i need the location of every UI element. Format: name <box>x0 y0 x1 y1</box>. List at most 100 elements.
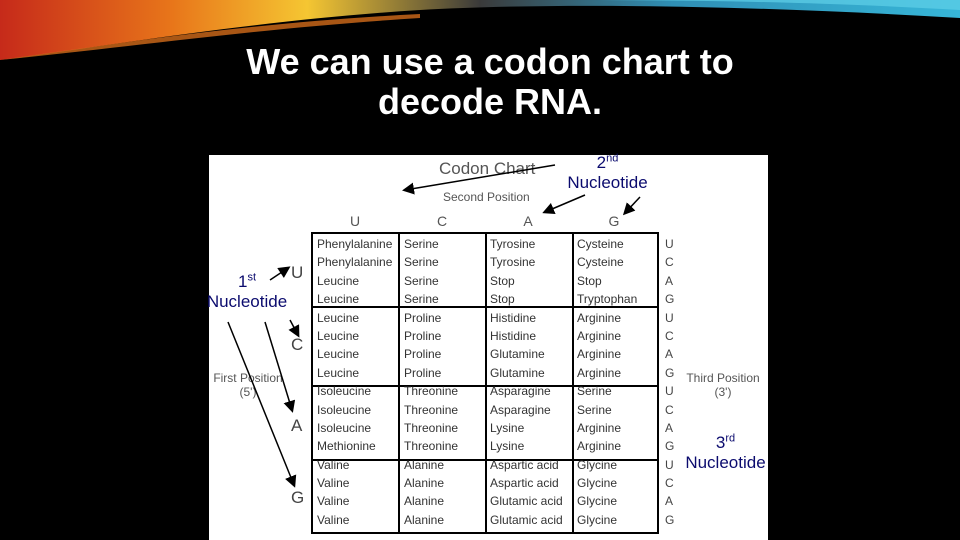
third-letter: G <box>665 512 675 527</box>
first-letter-c: C <box>291 335 304 354</box>
amino-acid-cell: Stop <box>490 292 515 307</box>
amino-acid-cell: Lysine <box>490 439 525 454</box>
amino-acid-cell: Serine <box>404 292 439 307</box>
third-letter: A <box>665 420 674 435</box>
arrow-to-first-letter <box>288 319 300 338</box>
arrow-to-first-letter <box>227 321 297 488</box>
amino-acid-cell: Proline <box>404 347 442 362</box>
amino-acid-cell: Leucine <box>317 310 360 325</box>
title-line-1: We can use a codon chart to <box>246 41 734 82</box>
arrow-to-second-letters <box>542 194 586 215</box>
amino-acid-cell: Alanine <box>404 457 445 472</box>
amino-acid-cell: Leucine <box>317 273 360 288</box>
arrow-to-first-letter <box>269 266 291 281</box>
third-letter: U <box>665 237 674 251</box>
amino-acid-cell: Glutamine <box>490 347 545 362</box>
third-position-label: Third Position (3') <box>686 371 760 399</box>
amino-acid-cell: Valine <box>317 457 350 472</box>
amino-acid-cell: Glycine <box>577 494 618 509</box>
decorative-banner <box>0 0 960 60</box>
amino-acid-cell: Alanine <box>404 476 445 491</box>
grid-divider <box>398 232 400 534</box>
second-position-label: Second Position <box>443 190 530 204</box>
first-letter-u: U <box>291 263 304 282</box>
amino-acid-cell: Serine <box>577 384 612 399</box>
amino-acid-cell: Histidine <box>490 328 537 343</box>
amino-acid-cell: Arginine <box>577 365 622 380</box>
amino-acid-cell: Serine <box>404 255 439 270</box>
amino-acid-cell: Threonine <box>404 384 459 399</box>
amino-acid-cell: Asparagine <box>490 402 551 417</box>
amino-acid-cell: Threonine <box>404 402 459 417</box>
grid-divider <box>311 385 659 387</box>
grid-divider <box>572 232 574 534</box>
slide-title: We can use a codon chart to decode RNA. <box>190 42 790 122</box>
first-position-label: First Position (5') <box>213 371 283 399</box>
third-letter: U <box>665 457 674 472</box>
amino-acid-cell: Threonine <box>404 420 459 435</box>
amino-acid-cell: Proline <box>404 328 442 343</box>
codon-chart-heading: Codon Chart <box>439 159 536 178</box>
amino-acid-cell: Glutamic acid <box>490 512 563 527</box>
third-letter: A <box>665 347 674 362</box>
third-letter: U <box>665 384 674 399</box>
second-letter-c: C <box>436 213 448 229</box>
amino-acid-cell: Isoleucine <box>317 420 372 435</box>
amino-acid-cell: Arginine <box>577 347 622 362</box>
amino-acid-cell: Threonine <box>404 439 459 454</box>
second-nucleotide-callout: 2nd Nucleotide <box>567 152 648 192</box>
amino-acid-cell: Stop <box>490 273 515 288</box>
amino-acid-cell: Phenylalanine <box>317 237 393 251</box>
second-letter-u: U <box>349 213 361 229</box>
amino-acid-cell: Glycine <box>577 512 618 527</box>
third-letter: C <box>665 255 674 270</box>
grid-divider <box>311 459 659 461</box>
amino-acid-cell: Serine <box>404 273 439 288</box>
third-letter: A <box>665 273 674 288</box>
amino-acid-cell: Stop <box>577 273 602 288</box>
third-letter: G <box>665 292 675 307</box>
amino-acid-cell: Proline <box>404 365 442 380</box>
amino-acid-cell: Isoleucine <box>317 384 372 399</box>
third-nucleotide-callout: 3rd Nucleotide <box>685 432 766 472</box>
amino-acid-cell: Isoleucine <box>317 402 372 417</box>
amino-acid-cell: Serine <box>404 237 439 251</box>
third-letter: G <box>665 439 675 454</box>
amino-acid-cell: Leucine <box>317 347 360 362</box>
first-letter-g: G <box>291 488 305 507</box>
third-letter: C <box>665 476 674 491</box>
amino-acid-cell: Valine <box>317 494 350 509</box>
third-letter: U <box>665 310 674 325</box>
amino-acid-cell: Leucine <box>317 292 360 307</box>
amino-acid-cell: Glycine <box>577 457 618 472</box>
amino-acid-cell: Cysteine <box>577 255 624 270</box>
amino-acid-cell: Arginine <box>577 310 622 325</box>
grid-divider <box>311 306 659 308</box>
amino-acid-cell: Cysteine <box>577 237 624 251</box>
arrow-to-second-position <box>402 164 556 195</box>
third-letter: C <box>665 402 674 417</box>
title-line-2: decode RNA. <box>377 81 603 122</box>
first-nucleotide-callout: 1st Nucleotide <box>206 271 288 311</box>
third-letter: G <box>665 365 675 380</box>
amino-acid-cell: Tyrosine <box>490 237 536 251</box>
amino-acid-cell: Valine <box>317 476 350 491</box>
amino-acid-cell: Glutamine <box>490 365 545 380</box>
amino-acid-cell: Methionine <box>317 439 376 454</box>
amino-acid-cell: Aspartic acid <box>490 476 559 491</box>
amino-acid-cell: Histidine <box>490 310 537 325</box>
amino-acid-cell: Tryptophan <box>577 292 638 307</box>
second-letter-g: G <box>608 213 620 229</box>
amino-acid-cell: Aspartic acid <box>490 457 559 472</box>
amino-acid-cell: Lysine <box>490 420 525 435</box>
arrow-to-second-letters <box>622 196 641 216</box>
third-letter: C <box>665 328 674 343</box>
second-letter-a: A <box>523 213 533 229</box>
